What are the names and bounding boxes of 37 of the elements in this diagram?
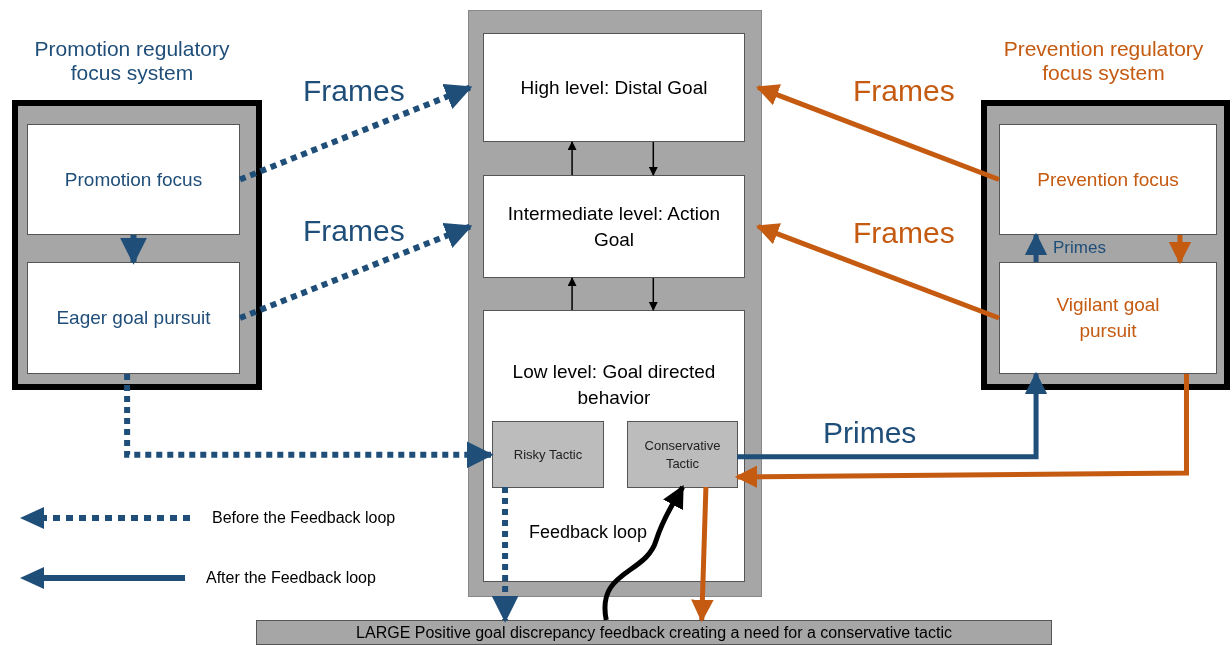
node-label: Risky Tactic [513, 445, 583, 464]
tactic-box [627, 421, 738, 488]
dotted-arrow [124, 374, 494, 469]
node-label: Conservative Tactic [643, 436, 722, 473]
feedback-bar [256, 620, 1052, 645]
goal-level-box [483, 33, 745, 142]
node-label: Prevention focus [1037, 167, 1179, 192]
node-label: Eager goal pursuit [56, 306, 211, 331]
arrow [567, 141, 577, 176]
tactic-box [492, 421, 604, 488]
arrow [1024, 232, 1048, 262]
goal-level-box [483, 310, 745, 582]
node-label: Vigilant goal pursuit [1055, 293, 1161, 343]
arrow [648, 277, 658, 311]
arrow [648, 141, 658, 176]
focus-box [999, 124, 1217, 235]
arrow [691, 486, 714, 623]
arrow [602, 485, 685, 621]
arrow [737, 371, 1048, 460]
arrow [1168, 235, 1192, 265]
goal-pursuit-box [27, 262, 240, 374]
legend-label: After the Feedback loop [206, 569, 376, 587]
group-heading: Prevention regulatory focus system [1002, 37, 1205, 85]
legend-label: Before the Feedback loop [212, 509, 396, 527]
group-heading: Promotion regulatory focus system [33, 37, 231, 85]
arrow [734, 374, 1189, 488]
node-label: Low level: Goal directed behavior [511, 360, 717, 410]
arrow [567, 277, 577, 311]
goal-level-box [483, 175, 745, 278]
node-label: Intermediate level: Action Goal [506, 201, 722, 252]
dotted-arrow [491, 487, 519, 623]
node-label: Promotion focus [64, 167, 203, 192]
dotted-arrow [120, 235, 147, 265]
node-label: High level: Distal Goal [520, 75, 708, 100]
node-label: LARGE Positive goal discrepancy feedback creating a need for a conservative tactic [356, 622, 952, 643]
goal-pursuit-box [999, 262, 1217, 374]
focus-box [27, 124, 240, 235]
